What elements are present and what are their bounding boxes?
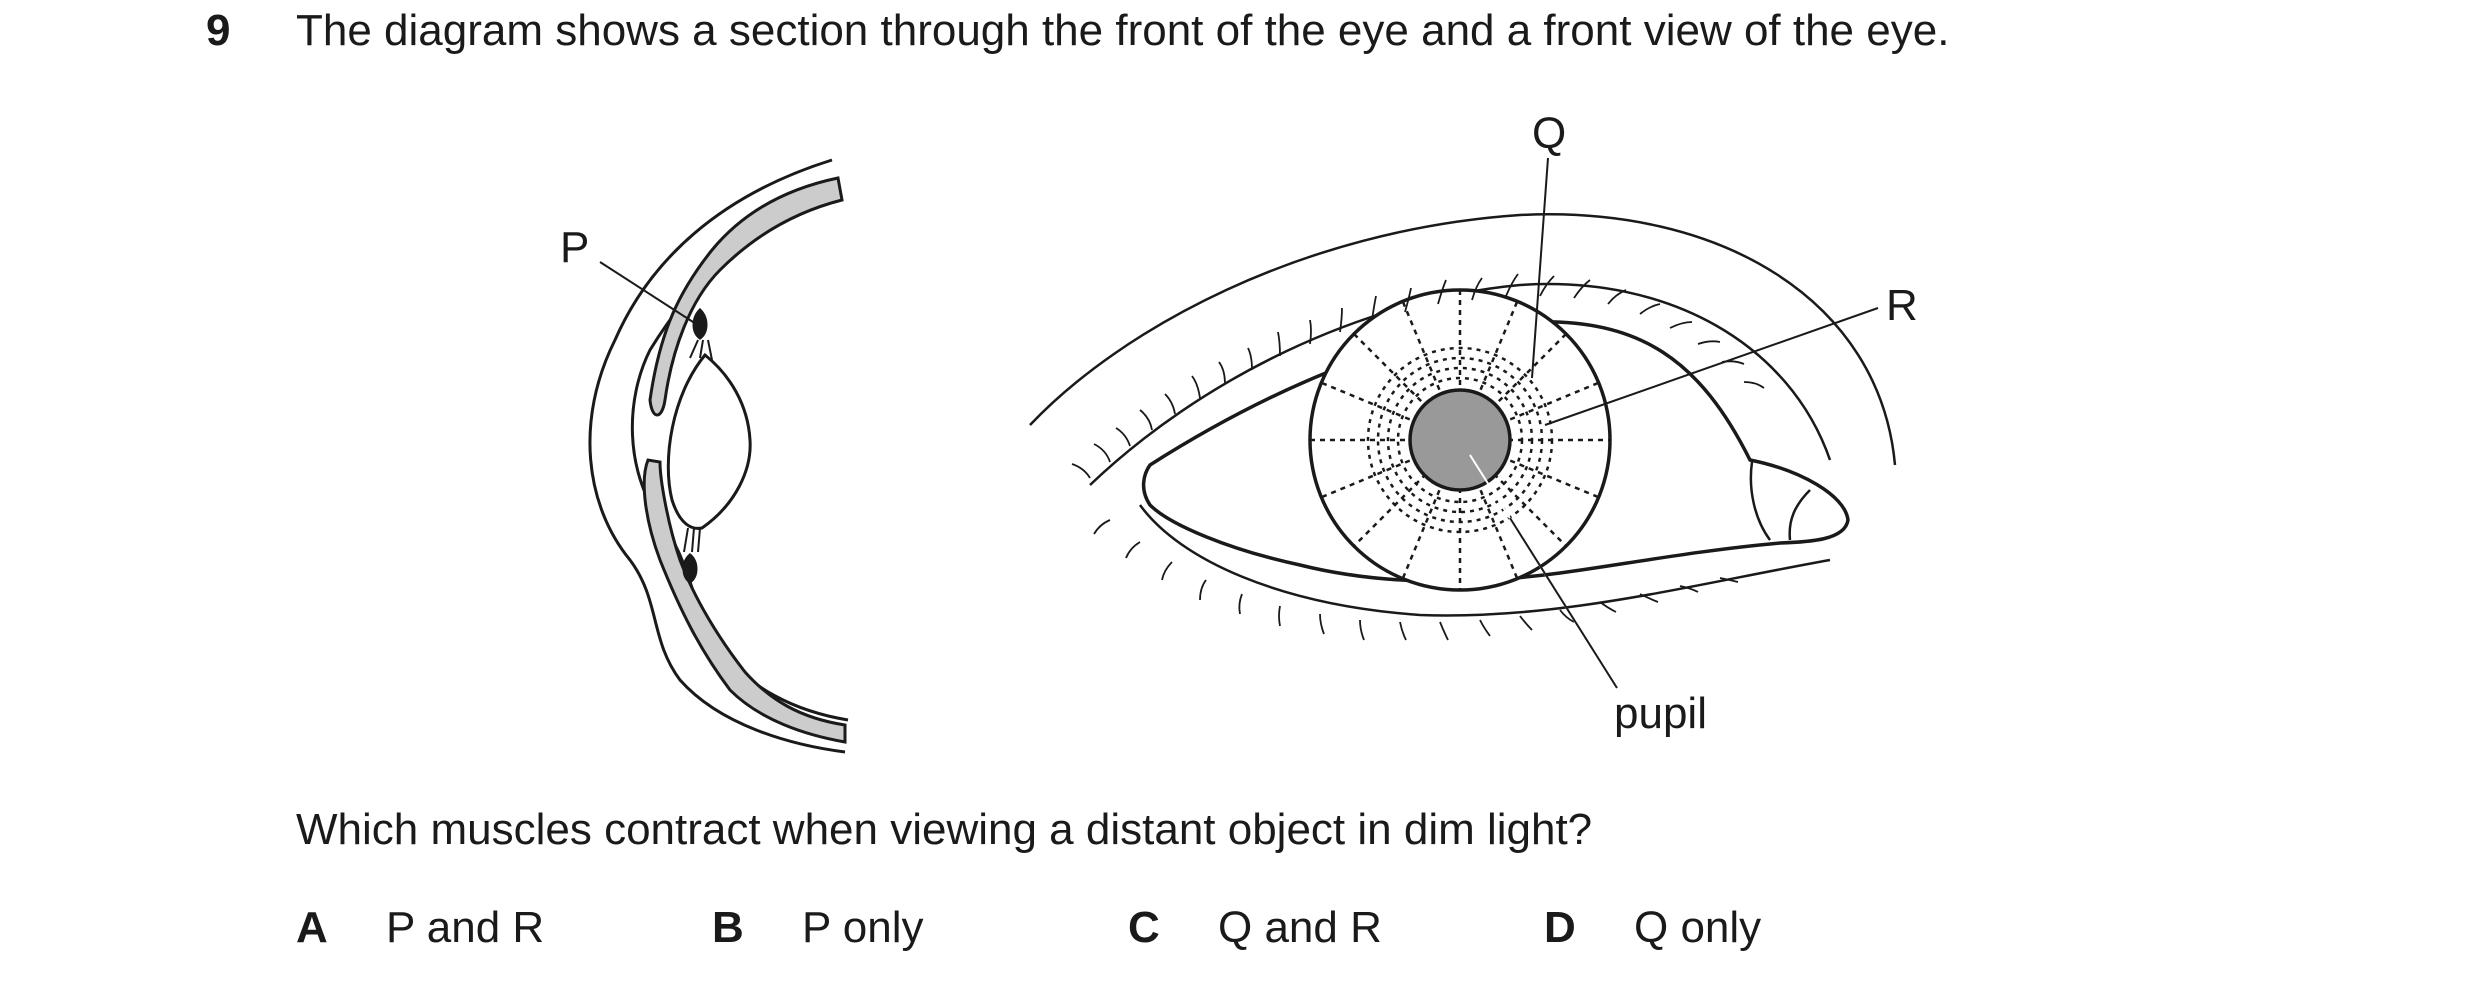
option-letter: D xyxy=(1544,903,1576,952)
svg-text:pupil: pupil xyxy=(1614,689,1707,738)
label-p: P xyxy=(560,223,694,323)
svg-text:R: R xyxy=(1886,281,1918,330)
option-d[interactable]: D Q only xyxy=(1544,903,1761,953)
label-r: R xyxy=(1544,281,1918,426)
option-text: P only xyxy=(802,903,924,952)
option-text: P and R xyxy=(386,903,545,952)
option-c[interactable]: C Q and R xyxy=(1128,903,1382,953)
option-b[interactable]: B P only xyxy=(712,903,924,953)
option-a[interactable]: A P and R xyxy=(296,903,544,953)
label-pupil: pupil xyxy=(1469,454,1707,738)
option-text: Q only xyxy=(1634,903,1762,952)
option-text: Q and R xyxy=(1218,903,1382,952)
svg-text:Q: Q xyxy=(1532,109,1566,158)
eye-front-view xyxy=(1029,213,1897,641)
question-number: 9 xyxy=(206,6,231,55)
option-letter: B xyxy=(712,903,744,952)
question-prompt: Which muscles contract when viewing a di… xyxy=(296,805,1593,854)
svg-text:P: P xyxy=(560,223,589,272)
label-q: Q xyxy=(1531,109,1566,379)
option-letter: A xyxy=(296,903,328,952)
eye-section xyxy=(588,158,849,754)
question-stem: The diagram shows a section through the … xyxy=(296,6,1950,55)
option-letter: C xyxy=(1128,903,1160,952)
